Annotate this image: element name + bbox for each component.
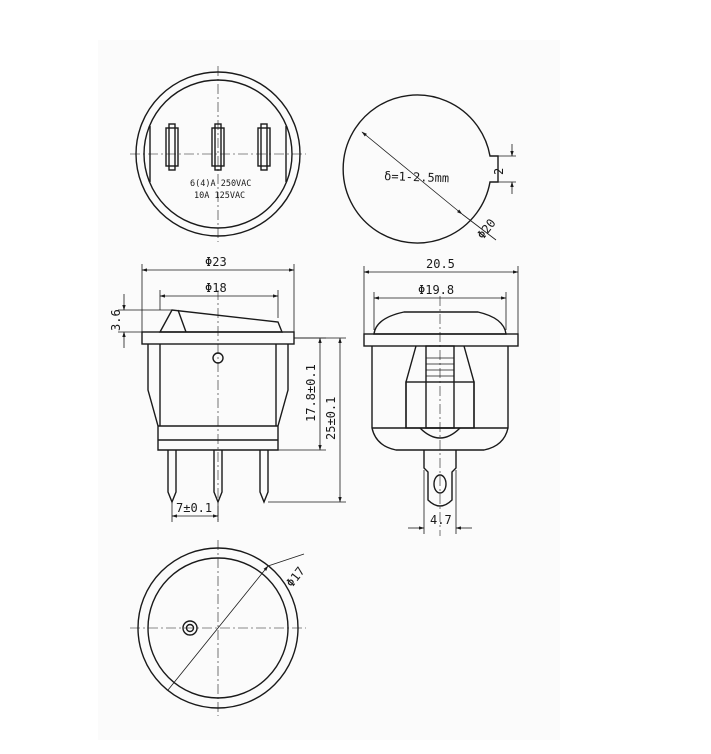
terminal-middle-blade xyxy=(214,123,222,171)
side-spring-arc xyxy=(419,427,461,439)
front-view: Φ23 Φ18 3.6 17.8±0.1 25±0.1 7±0.1 xyxy=(109,255,346,522)
front-pin-pitch-label: 7±0.1 xyxy=(176,501,212,515)
top-view: 6(4)A 250VAC 10A 125VAC xyxy=(130,66,306,242)
dim17-leader xyxy=(267,553,305,567)
side-cap-label: Φ19.8 xyxy=(418,283,454,297)
pin-right xyxy=(259,450,269,504)
rating-line-1: 6(4)A 250VAC xyxy=(190,179,251,189)
front-width-label: Φ23 xyxy=(205,255,227,269)
terminal-left-blade xyxy=(168,123,176,171)
bottom-indicator-outer xyxy=(182,620,198,636)
terminal-middle xyxy=(211,127,225,167)
cutout-thickness-label: δ=1-2.5mm xyxy=(384,169,449,185)
panel-cutout-outline xyxy=(342,94,499,244)
bottom-indicator-inner xyxy=(185,623,195,633)
front-body-height-label: 17.8±0.1 xyxy=(304,364,318,422)
sheet-background xyxy=(98,40,560,740)
terminal-right xyxy=(257,127,271,167)
side-cap xyxy=(373,311,507,335)
dim17-line xyxy=(167,565,269,691)
terminal-left xyxy=(165,127,179,167)
tab-label: 2 xyxy=(492,168,506,175)
front-rocker-label: Φ18 xyxy=(205,281,227,295)
front-rocker-height-label: 3.6 xyxy=(109,309,123,331)
side-view: 20.5 Φ19.8 4.7 xyxy=(363,257,519,536)
side-terminal-label: 4.7 xyxy=(430,513,452,527)
rocker-edge xyxy=(177,309,187,333)
side-terminal xyxy=(423,450,457,507)
front-total-height-label: 25±0.1 xyxy=(324,397,338,440)
side-terminal-hole xyxy=(433,474,447,494)
terminal-right-blade xyxy=(260,123,268,171)
cutout-diameter-line xyxy=(361,131,463,215)
switch-body xyxy=(147,344,289,451)
side-width-label: 20.5 xyxy=(426,257,455,271)
cutout-diameter-leader xyxy=(461,213,497,241)
rating-line-2: 10A 125VAC xyxy=(194,191,245,201)
